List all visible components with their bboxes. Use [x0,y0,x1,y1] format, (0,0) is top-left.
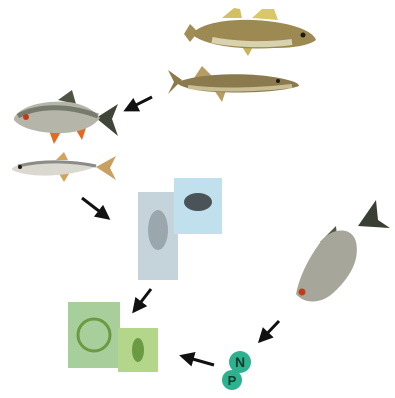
arrow-predators-to-planktivores [126,97,152,110]
arrow-planktivores-to-zooplankton [82,198,108,218]
arrow-roach-to-nutrients [260,321,279,341]
arrow-nutrients-to-phytoplankton [182,356,214,365]
arrow-zooplankton-to-phytoplankton [134,289,151,311]
